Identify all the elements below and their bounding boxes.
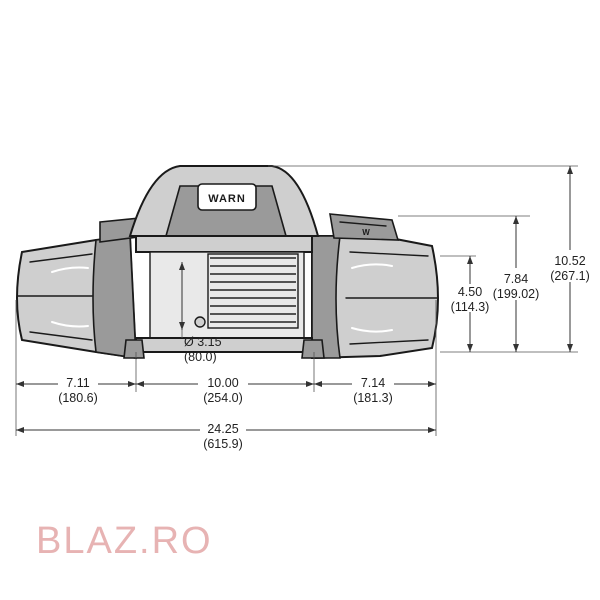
winch-illustration: WARN W [16, 165, 439, 360]
left-drum-width-mm: (180.6) [58, 391, 98, 405]
overall-length-in: 24.25 [207, 422, 238, 436]
overall-height-mm: (267.1) [550, 269, 590, 283]
cable-coils [207, 253, 299, 329]
right-drum-width-in: 7.14 [361, 376, 385, 390]
right-drum-width-mm: (181.3) [353, 391, 393, 405]
mount-height-in: 4.50 [458, 285, 482, 299]
housing-height-mm: (199.02) [493, 287, 540, 301]
drum-diameter-mm: (80.0) [184, 350, 217, 364]
overall-length-mm: (615.9) [203, 437, 243, 451]
watermark-text: BLAZ.RO [36, 520, 213, 562]
overall-height-in: 10.52 [554, 254, 585, 268]
drum-length-mm: (254.0) [203, 391, 243, 405]
logo-badge [197, 183, 257, 211]
logo-text: WARN [208, 193, 246, 205]
dimension-labels: 7.11 (180.6) 10.00 (254.0) 7.14 (181.3) … [58, 250, 596, 451]
left-drum-width-in: 7.11 [66, 376, 89, 390]
svg-text:W: W [362, 228, 370, 237]
drum-diameter-in: Ø 3.15 [184, 335, 222, 349]
drum-length-in: 10.00 [207, 376, 238, 390]
mount-height-mm: (114.3) [451, 300, 490, 314]
housing-height-in: 7.84 [504, 272, 528, 286]
